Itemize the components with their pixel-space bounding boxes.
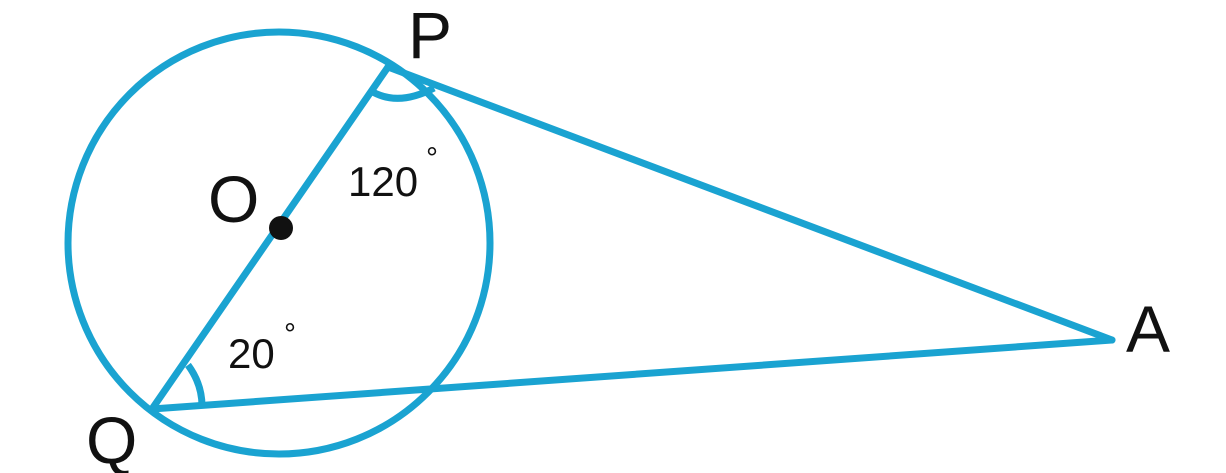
degree-symbol-Q: ° (284, 318, 296, 351)
angle-arc-Q (185, 362, 206, 407)
segment-PA (384, 63, 1116, 344)
segment-QA (148, 336, 1116, 413)
angle-arc-P (369, 84, 436, 102)
segment-PQ (148, 63, 392, 413)
label-P: P (408, 0, 452, 72)
center-point-O (269, 216, 293, 240)
angle-label-Q: 20 (228, 330, 275, 377)
label-Q: Q (86, 403, 137, 473)
angle-label-P: 120 (348, 158, 418, 205)
degree-symbol-P: ° (426, 142, 438, 175)
circle (64, 28, 494, 458)
label-A: A (1126, 292, 1170, 366)
label-O: O (208, 162, 259, 236)
